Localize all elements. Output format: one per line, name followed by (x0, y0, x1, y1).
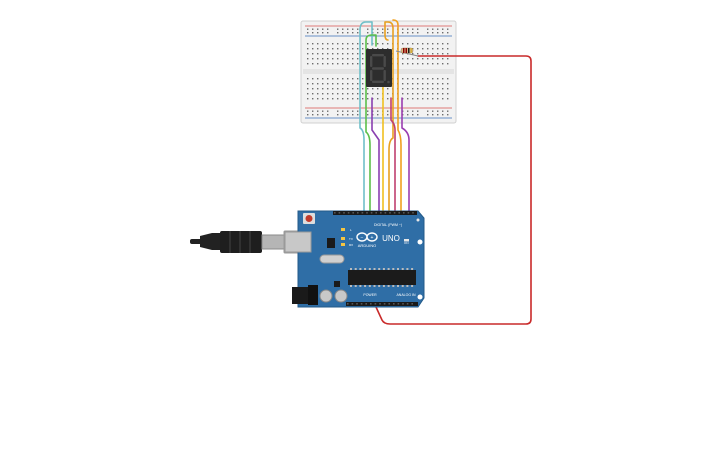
tx-label: TX (349, 237, 353, 241)
rx-label: RX (349, 243, 353, 247)
arduino-model: UNO (382, 234, 400, 243)
reset-button[interactable] (305, 215, 313, 222)
analog-label: ANALOG IN (396, 293, 416, 297)
l-label: L (350, 228, 352, 232)
wire-purple-1 (371, 97, 380, 216)
svg-text:−: − (361, 235, 364, 241)
seven-segment-display[interactable]: 8 (366, 49, 392, 87)
arduino-logo: − + (356, 232, 378, 242)
display-segments (370, 54, 390, 84)
atmega-chip (348, 270, 416, 285)
on-label: ON (404, 241, 409, 245)
wire-cyan (359, 21, 373, 216)
wire-yellow-2 (384, 21, 394, 216)
resistor[interactable] (395, 47, 419, 57)
power-label: POWER (363, 293, 377, 297)
wire-green (365, 34, 377, 216)
wire-purple-2 (401, 97, 410, 216)
svg-text:+: + (371, 235, 374, 241)
power-analog-header-pins[interactable] (347, 303, 413, 305)
wire-magenta (390, 97, 396, 216)
arduino-brand: ARDUINO (358, 243, 376, 248)
arduino-uno-board[interactable]: − + ARDUINO UNO DIGITAL (PWM ~) L TX RX … (284, 210, 425, 308)
wire-orange (392, 19, 402, 216)
wire-red-gnd (375, 55, 532, 325)
digital-header-pins[interactable] (334, 212, 414, 214)
digital-label: DIGITAL (PWM ~) (374, 223, 402, 227)
